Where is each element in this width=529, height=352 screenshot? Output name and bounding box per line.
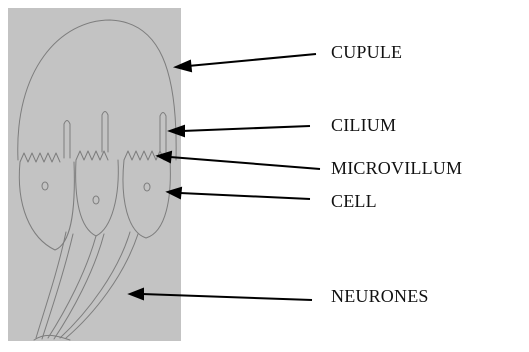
cell-pointer-line	[180, 193, 310, 199]
drawing-background	[8, 8, 181, 341]
cilium-label: CILIUM	[331, 115, 396, 136]
microvillum-pointer-line	[170, 157, 320, 169]
cilium-pointer-line	[182, 126, 310, 131]
neurones-label: NEURONES	[331, 286, 429, 307]
cell-label: CELL	[331, 191, 377, 212]
cupule-pointer-line	[188, 54, 316, 66]
cupule-label: CUPULE	[331, 42, 402, 63]
microvillum-label: MICROVILLUM	[331, 158, 462, 179]
